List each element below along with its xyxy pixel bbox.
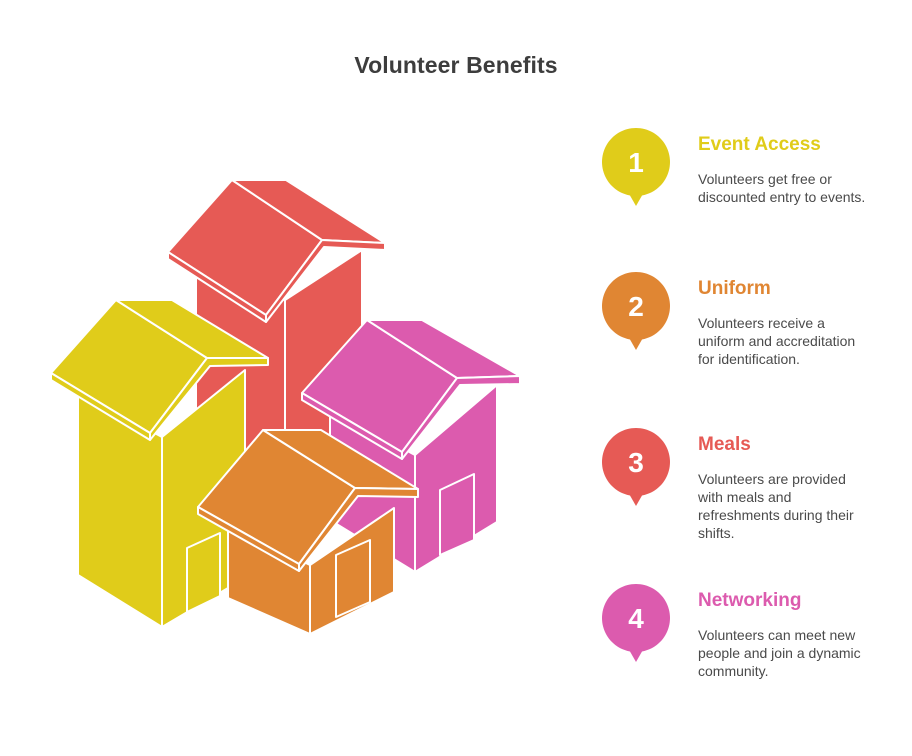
benefit-heading: Meals bbox=[698, 434, 751, 455]
benefit-description: Volunteers are provided with meals and r… bbox=[698, 471, 854, 541]
benefit-description: Volunteers can meet new people and join … bbox=[698, 627, 861, 679]
benefit-description: Volunteers get free or discounted entry … bbox=[698, 171, 866, 205]
benefit-item-uniform: 2 Uniform Volunteers receive a uniform a… bbox=[600, 270, 900, 380]
benefit-heading: Networking bbox=[698, 590, 802, 611]
yellow-house-icon bbox=[50, 299, 269, 628]
number-label: 3 bbox=[628, 447, 644, 478]
benefit-description: Volunteers receive a uniform and accredi… bbox=[698, 315, 856, 367]
number-pin-icon: 1 bbox=[601, 128, 670, 206]
number-pin-icon: 3 bbox=[601, 428, 670, 506]
benefit-item-networking: 4 Networking Volunteers can meet new peo… bbox=[600, 582, 900, 692]
number-pin-icon: 4 bbox=[601, 584, 670, 662]
benefit-item-meals: 3 Meals Volunteers are provided with mea… bbox=[600, 426, 900, 541]
number-pin-icon: 2 bbox=[601, 272, 670, 350]
orange-house-icon bbox=[197, 429, 419, 635]
page-title: Volunteer Benefits bbox=[354, 52, 558, 78]
benefit-heading: Event Access bbox=[698, 134, 821, 155]
number-label: 4 bbox=[628, 603, 644, 634]
number-label: 2 bbox=[628, 291, 644, 322]
benefit-heading: Uniform bbox=[698, 278, 771, 299]
number-label: 1 bbox=[628, 147, 644, 178]
benefit-item-event-access: 1 Event Access Volunteers get free or di… bbox=[600, 126, 900, 236]
